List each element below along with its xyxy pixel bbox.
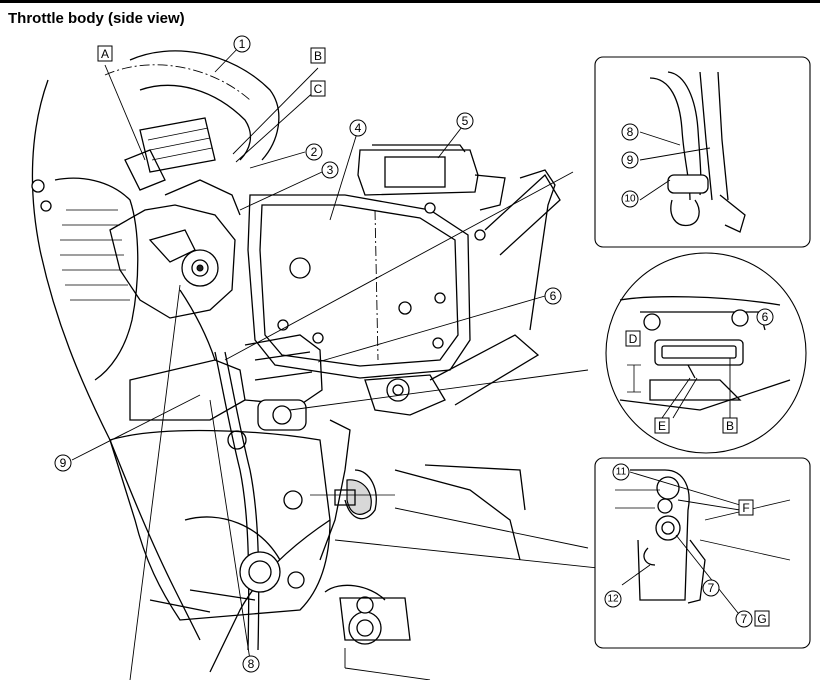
svg-text:E: E: [658, 419, 666, 433]
svg-text:A: A: [101, 47, 109, 61]
svg-text:G: G: [757, 612, 766, 626]
label-C: C: [310, 80, 326, 97]
svg-text:5: 5: [462, 114, 469, 128]
callout-7-inset: 7: [735, 610, 753, 628]
svg-text:7: 7: [741, 612, 748, 626]
svg-text:C: C: [314, 82, 323, 96]
label-B-inset: B: [722, 417, 738, 434]
svg-text:B: B: [726, 419, 734, 433]
inset-hose-clamp: [594, 56, 811, 248]
callout-7: 7: [702, 579, 720, 597]
leader-lines: [71, 43, 712, 680]
label-B: B: [310, 47, 326, 64]
svg-text:8: 8: [627, 125, 634, 139]
svg-text:2: 2: [311, 145, 318, 159]
svg-text:9: 9: [60, 456, 67, 470]
callout-1: 1: [233, 35, 251, 53]
callout-6: 6: [544, 287, 562, 305]
svg-text:11: 11: [616, 467, 627, 478]
callout-12: 12: [604, 590, 622, 608]
svg-text:10: 10: [624, 194, 636, 205]
svg-text:7: 7: [708, 581, 715, 595]
svg-text:3: 3: [327, 163, 334, 177]
inset-detail-circle: [605, 252, 807, 454]
svg-text:F: F: [742, 501, 749, 515]
svg-text:B: B: [314, 49, 322, 63]
throttle-body-section: [129, 289, 446, 651]
air-filter-box: [247, 194, 486, 379]
page-title: Throttle body (side view): [8, 10, 185, 27]
label-E: E: [654, 417, 670, 434]
label-F: F: [738, 499, 754, 516]
inset-lower-detail: [594, 457, 811, 649]
callout-8: 8: [242, 655, 260, 673]
callout-2: 2: [305, 143, 323, 161]
svg-text:6: 6: [550, 289, 557, 303]
callout-10: 10: [621, 190, 639, 208]
callout-6-inset: 6: [756, 308, 774, 326]
top-rule: [0, 0, 820, 3]
label-G: G: [754, 610, 770, 627]
callout-9-inset: 9: [621, 151, 639, 169]
svg-text:D: D: [629, 332, 638, 346]
svg-text:8: 8: [248, 657, 255, 671]
label-D: D: [625, 330, 641, 347]
label-A: A: [97, 45, 113, 62]
air-duct: [104, 50, 280, 191]
svg-text:12: 12: [607, 594, 619, 605]
callout-9: 9: [54, 454, 72, 472]
engine-outline: [31, 79, 331, 673]
battery-box: [357, 144, 506, 211]
callout-3: 3: [321, 161, 339, 179]
lower-engine: [109, 429, 411, 645]
svg-text:4: 4: [355, 121, 362, 135]
callout-8-inset: 8: [621, 123, 639, 141]
callout-4: 4: [349, 119, 367, 137]
svg-text:9: 9: [627, 153, 634, 167]
svg-text:1: 1: [239, 37, 246, 51]
callout-5: 5: [456, 112, 474, 130]
callout-11: 11: [612, 463, 630, 481]
svg-text:6: 6: [762, 310, 769, 324]
